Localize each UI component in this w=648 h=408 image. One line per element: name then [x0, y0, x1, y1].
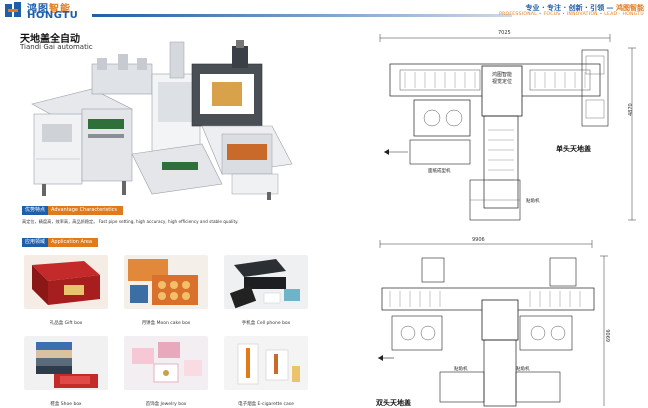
cell-phone-box-photo: [224, 255, 308, 309]
slogan-en: PROFESSIONAL • FOCUS • INNOVATION • LEAD…: [499, 12, 644, 17]
e-cigarette-case-photo: [224, 336, 308, 390]
app-label-cell-phone-box: 手机盒 Cell phone box: [241, 321, 291, 326]
double-width-dimension: 9906: [472, 237, 485, 243]
app-label-e-cigarette-case: 电子烟盒 E-cigarette case: [238, 402, 294, 407]
single-height-dimension: 4870: [628, 103, 634, 116]
slogan-cn: 专业 · 专注 · 创新 · 引领 — 鸿图智能: [525, 4, 644, 12]
hongtu-logo-icon: [5, 2, 21, 17]
brand-name-cn: 鸿图智能: [27, 4, 71, 15]
label-corner-machine-right: 贴角机: [516, 367, 530, 372]
jewelry-box-photo: [124, 336, 208, 390]
product-title-en: Tiandi Gai automatic: [20, 43, 93, 51]
machine-photo: [31, 40, 293, 200]
product-title-cn: 天地盖全自动: [20, 34, 80, 45]
double-head-caption: 双头天地盖: [376, 399, 411, 407]
advantage-text: 高定位，精度高，效率高，高品质稳定。 Fast pipe setting, hi…: [22, 219, 239, 224]
brand-name-en: HONGTU: [27, 10, 79, 21]
label-corner-machine: 贴角机: [526, 199, 540, 204]
moon-cake-box-photo: [124, 255, 208, 309]
gift-box-photo: [24, 255, 108, 309]
double-height-dimension: 6906: [606, 329, 612, 342]
label-face-paper-former: 面纸成型机: [428, 169, 451, 174]
single-head-layout-drawing: [379, 34, 636, 221]
vision-station-label: 鸿图智能 视觉定位: [491, 72, 512, 85]
single-head-caption: 单头天地盖: [556, 145, 591, 153]
label-corner-machine-left: 贴角机: [454, 367, 468, 372]
header-divider: [92, 14, 512, 17]
single-width-dimension: 7025: [498, 30, 511, 36]
shoe-box-photo: [24, 336, 108, 390]
app-label-shoe-box: 鞋盒 Shoe box: [50, 402, 82, 407]
app-label-jewelry-box: 首饰盒 Jewelry box: [145, 402, 187, 407]
app-label-moon-cake-box: 月饼盒 Moon cake box: [141, 321, 191, 326]
app-label-gift-box: 礼品盒 Gift box: [49, 321, 83, 326]
double-head-layout-drawing: [378, 240, 608, 407]
